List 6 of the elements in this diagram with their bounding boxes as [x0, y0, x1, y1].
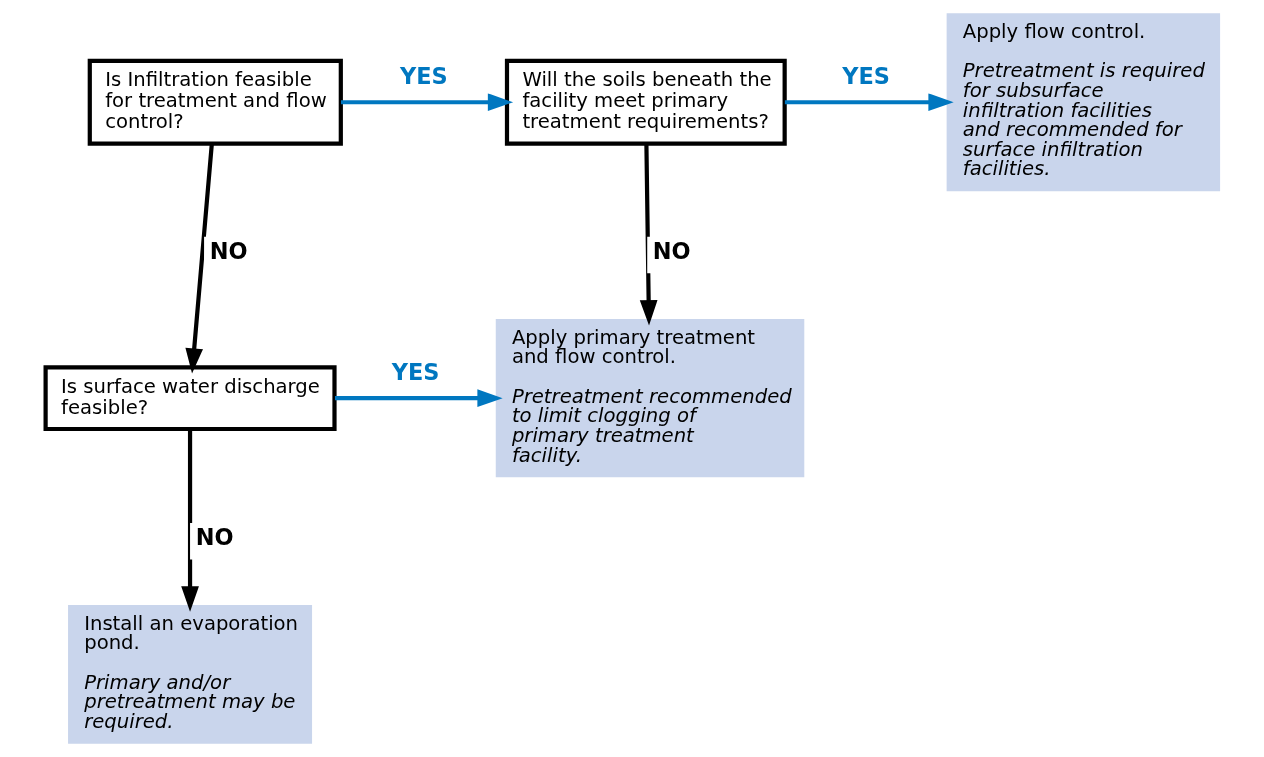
edge-label: NO: [195, 524, 233, 551]
edge-label: NO: [209, 238, 248, 265]
edge-label: YES: [391, 358, 439, 385]
edge-label: NO: [652, 238, 691, 265]
edge-label: YES: [399, 62, 448, 89]
edge-label: YES: [841, 62, 890, 89]
